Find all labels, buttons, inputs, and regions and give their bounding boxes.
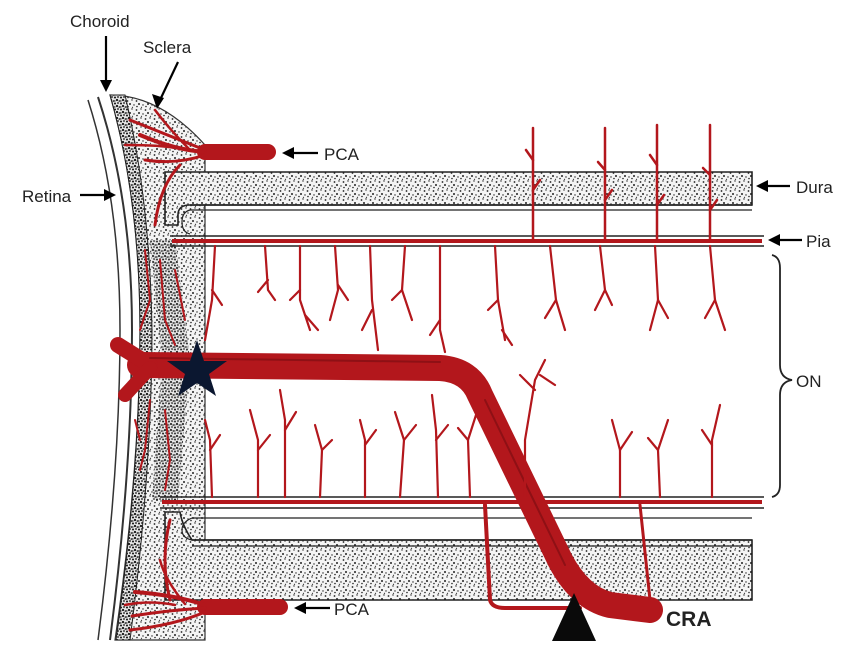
dura-top [165,172,752,234]
label-sclera: Sclera [143,38,192,109]
pca-top-label: PCA [324,145,360,164]
label-dura: Dura [756,178,833,197]
pial-capillaries-upper [205,246,725,352]
dura-label: Dura [796,178,833,197]
cra-label: CRA [666,608,712,631]
label-pca-top: PCA [282,145,360,164]
pia-bottom [160,497,764,508]
label-cra: CRA [666,608,712,631]
label-retina: Retina [22,187,116,206]
retina-label: Retina [22,187,72,206]
sclera-label: Sclera [143,38,192,57]
pia-label: Pia [806,232,831,251]
on-label: ON [796,372,822,391]
on-brace [772,255,792,497]
label-pia: Pia [768,232,831,251]
pca-bottom-label: PCA [334,600,370,619]
label-pca-bottom: PCA [294,600,370,619]
choroid-label: Choroid [70,12,130,31]
label-on: ON [772,255,822,497]
label-choroid: Choroid [70,12,130,92]
pia-top [170,236,764,246]
dura-bottom [165,512,752,600]
